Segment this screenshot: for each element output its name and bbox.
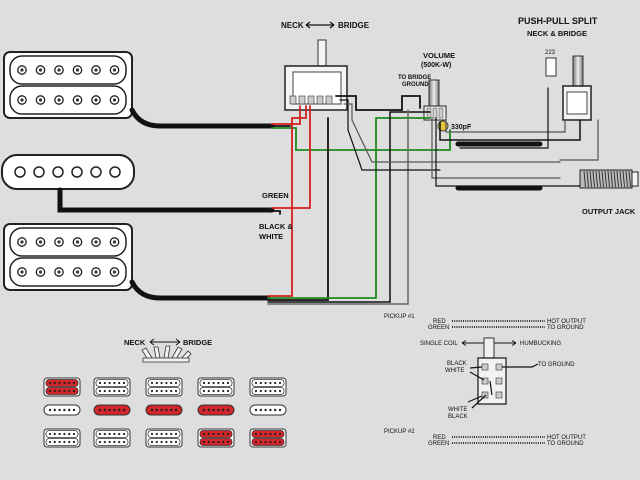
neck-humbucker-pickup: [3, 51, 133, 119]
label-pickup2-hot: HOT OUTPUT: [547, 435, 586, 441]
position-3-3: [145, 428, 183, 448]
label-bridge-bottom: BRIDGE: [183, 338, 212, 347]
position-1-3: [145, 377, 183, 397]
label-sw-black2: BLACK: [448, 414, 468, 420]
label-223: 223: [545, 50, 556, 56]
label-to-bridge: TO BRIDGE: [398, 75, 431, 81]
label-sw-to-ground: TO GROUND: [538, 362, 575, 368]
label-humbucking: HUMBUCKING: [520, 341, 561, 347]
pickup2-leads: [452, 436, 545, 444]
wires: [57, 87, 599, 305]
label-pickup1-green: GREEN: [428, 325, 449, 331]
label-pickup1-hot: HOT OUTPUT: [547, 319, 586, 325]
label-pickup1: PICKUP #1: [384, 314, 415, 320]
position-1-1: [43, 377, 81, 397]
position-1-4: [197, 377, 235, 397]
label-neck-bridge-sub: NECK & BRIDGE: [527, 29, 587, 38]
label-pickup1-ground: TO GROUND: [547, 325, 584, 331]
position-3-1: [43, 428, 81, 448]
position-1-5: [249, 377, 287, 397]
neck-bridge-arrow-icon-bottom: [149, 338, 181, 346]
position-3-4: [197, 428, 235, 448]
label-single-coil: SINGLE COIL: [420, 341, 458, 347]
position-3-2: [93, 428, 131, 448]
label-bridge-top: BRIDGE: [338, 21, 370, 30]
label-pickup2-green: GREEN: [428, 441, 449, 447]
position-2-3: [145, 404, 183, 416]
label-pickup1-red: RED: [433, 319, 446, 325]
position-2-4: [197, 404, 235, 416]
position-2-1: [43, 404, 81, 416]
position-3-5: [249, 428, 287, 448]
label-neck-bottom: NECK: [124, 338, 146, 347]
pole-pieces: [14, 65, 121, 277]
output-jack: [579, 169, 639, 189]
label-push-pull: PUSH-PULL SPLIT: [518, 16, 598, 26]
five-way-switch: [284, 39, 348, 111]
label-green: GREEN: [262, 191, 289, 200]
middle-single-coil-pickup: [1, 154, 135, 190]
push-pull-pot: [545, 55, 592, 121]
pickup1-leads: [452, 320, 545, 328]
volume-pot: [423, 79, 447, 121]
position-1-2: [93, 377, 131, 397]
switch-blade-icon: [141, 345, 192, 363]
position-2-5: [249, 404, 287, 416]
push-pull-shaft: [483, 337, 495, 359]
label-output-jack: OUTPUT JACK: [582, 207, 636, 216]
positions-grid: [43, 377, 287, 448]
dpdt-switch: [467, 357, 539, 409]
label-ground: GROUND: [402, 82, 429, 88]
split-arrow-icon: [461, 340, 517, 346]
label-cap: 330pF: [451, 124, 472, 131]
label-black-white-1: BLACK &: [259, 222, 293, 231]
label-volume: VOLUME: [423, 51, 455, 60]
label-pickup2-ground: TO GROUND: [547, 441, 584, 447]
label-sw-white: WHITE: [445, 368, 464, 374]
neck-bridge-arrow-icon: [305, 21, 335, 29]
position-2-2: [93, 404, 131, 416]
label-black-white-2: WHITE: [259, 232, 283, 241]
bridge-humbucker-pickup: [3, 223, 133, 291]
label-pickup2: PICKUP #2: [384, 429, 415, 435]
label-sw-black: BLACK: [447, 361, 467, 367]
label-pickup2-red: RED: [433, 435, 446, 441]
label-volume-value: (500K-W): [421, 62, 451, 69]
label-sw-white2: WHITE: [448, 407, 467, 413]
label-neck-top: NECK: [281, 21, 304, 30]
